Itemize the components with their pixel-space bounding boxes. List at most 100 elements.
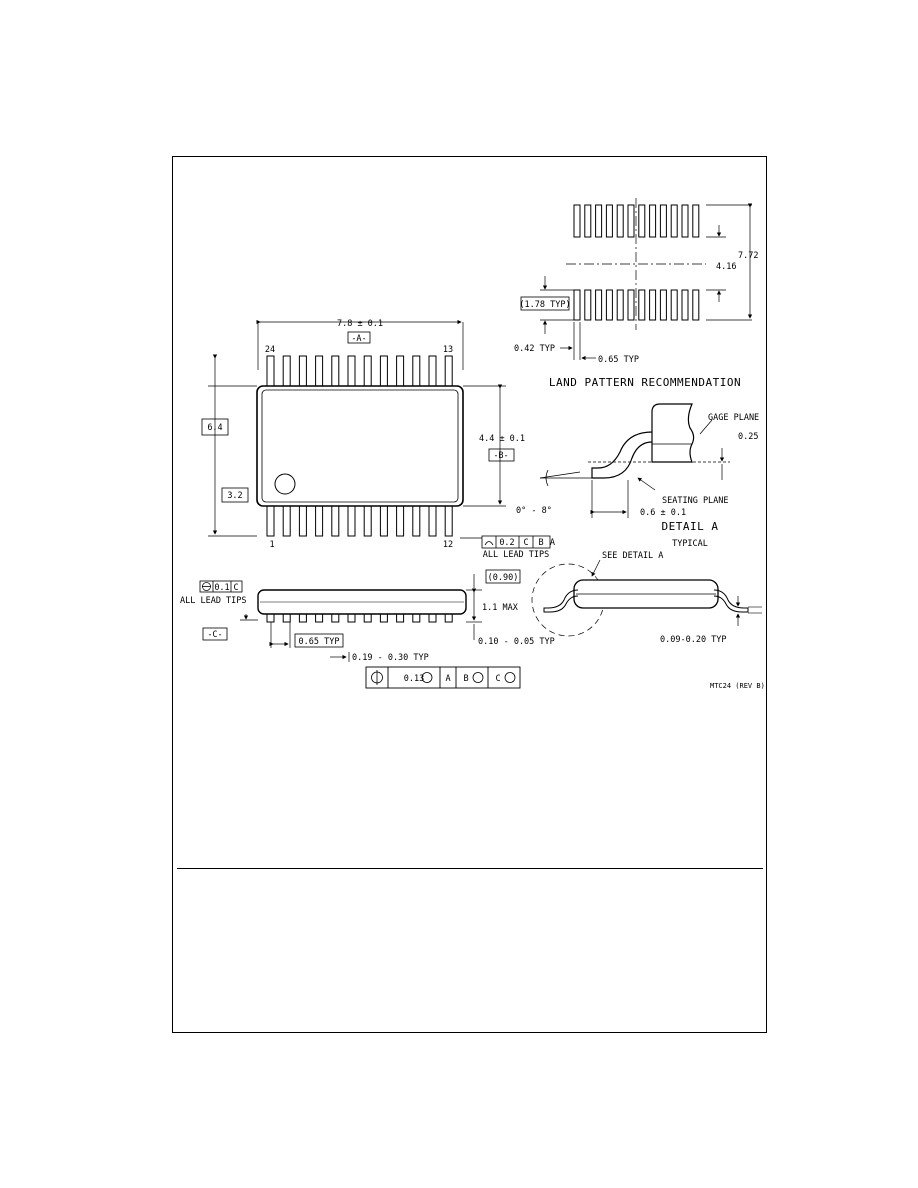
top-lead: [379, 355, 388, 388]
top-body-outline: [256, 385, 464, 507]
land-pitch: 0.65 TYP: [598, 355, 639, 365]
body-length-label: 7.8 ± 0.1: [337, 319, 383, 329]
land-pad-top: [681, 204, 689, 238]
land-pad-top: [692, 204, 700, 238]
pin-13-label: 13: [443, 345, 453, 355]
land-pad-top: [616, 204, 624, 238]
dim-6-4-box: [201, 418, 229, 436]
land-pad-top: [605, 204, 613, 238]
side-detail-lead-right: [713, 589, 749, 613]
bottom-lead: [396, 504, 405, 537]
bottom-lead: [331, 504, 340, 537]
pin-12-label: 12: [443, 540, 453, 550]
top-lead: [428, 355, 437, 388]
lead-width-label: 0.19 - 0.30 TYP: [352, 653, 429, 663]
coplanarity-value: 0.2: [499, 538, 514, 548]
foot-angle-label: 0° - 8°: [516, 506, 552, 516]
land-pad-top: [595, 204, 603, 238]
dim-6-4-label: 6.4: [207, 423, 222, 433]
side-view-text: 0.1 C ALL LEAD TIPS -C- 0.65 TYP 0.19 - …: [180, 573, 555, 684]
coplanarity-ref-b: B: [538, 538, 543, 548]
land-pattern: [520, 198, 753, 361]
land-pattern-text: (1.78 TYP) 0.42 TYP 0.65 TYP 4.16 7.72 L…: [514, 251, 758, 389]
standoff-ref-label: (0.90): [488, 573, 519, 583]
side-detail-text: SEE DETAIL A 0.09-0.20 TYP MTC24 (REV B): [602, 551, 765, 690]
detail-lead: [591, 431, 653, 479]
detail-a: [539, 403, 730, 518]
top-leads-upper: [266, 355, 453, 388]
bottom-lead: [412, 504, 421, 537]
coplanarity-ref-c: C: [523, 538, 528, 548]
top-lead: [363, 355, 372, 388]
land-pad-bottom: [616, 289, 624, 321]
datum-b-box: [488, 448, 515, 462]
land-pad-bottom: [584, 289, 592, 321]
datum-c-box: [202, 627, 228, 641]
land-pad-length-box: [520, 296, 570, 311]
land-pad-bottom: [692, 289, 700, 321]
land-pad-bottom: [627, 289, 635, 321]
land-pad-top: [670, 204, 678, 238]
top-body-inner: [261, 389, 459, 503]
mmc-icon-2: [472, 672, 484, 683]
flatness-ref: C: [233, 583, 238, 593]
land-pad-top: [638, 204, 646, 238]
pin1-marker-icon: [274, 473, 296, 495]
tp-ref-c: C: [495, 674, 500, 684]
foot-length-label: 0.6 ± 0.1: [640, 508, 686, 518]
detail-a-text: GAGE PLANE 0.25 SEATING PLANE 0° - 8° 0.…: [516, 413, 759, 549]
true-position-frame: [365, 666, 521, 689]
tp-ref-a: A: [445, 674, 450, 684]
pitch-label: 0.65 TYP: [299, 637, 340, 647]
datum-a-box: [347, 331, 371, 344]
pitch-box: [294, 633, 344, 648]
bottom-lead: [315, 504, 324, 537]
standoff-ref-box: [485, 569, 521, 584]
side-detail-lead-left: [543, 589, 579, 613]
all-lead-tips-right: ALL LEAD TIPS: [483, 550, 550, 560]
top-lead: [315, 355, 324, 388]
bottom-lead: [298, 504, 307, 537]
gage-plane-label: GAGE PLANE: [708, 413, 759, 423]
land-pad-bottom: [595, 289, 603, 321]
lead-thickness-label: 0.09-0.20 TYP: [660, 635, 727, 645]
coplanarity-icon: [484, 541, 494, 546]
land-pads-top: [573, 204, 700, 238]
land-pad-top: [659, 204, 667, 238]
land-pads-bottom: [573, 289, 700, 321]
land-pad-length: (1.78 TYP): [519, 300, 570, 310]
top-lead: [282, 355, 291, 388]
land-pad-bottom: [638, 289, 646, 321]
seating-plane-label: SEATING PLANE: [662, 496, 729, 506]
pin-1-label: 1: [269, 540, 274, 550]
dim-3-2-label: 3.2: [227, 491, 242, 501]
land-pad-width: 0.42 TYP: [514, 344, 555, 354]
land-pattern-title: LAND PATTERN RECOMMENDATION: [549, 376, 741, 389]
top-lead: [412, 355, 421, 388]
top-lead: [347, 355, 356, 388]
standoff-label: 0.10 - 0.05 TYP: [478, 637, 555, 647]
gage-value: 0.25: [738, 432, 758, 442]
body-width-label: 4.4 ± 0.1: [479, 434, 525, 444]
drawing-number: MTC24 (REV B): [710, 682, 765, 690]
land-pad-bottom: [659, 289, 667, 321]
datum-c-label: -C-: [207, 630, 222, 640]
all-lead-tips-left: ALL LEAD TIPS: [180, 596, 247, 606]
land-pad-top: [573, 204, 581, 238]
bottom-lead: [428, 504, 437, 537]
land-pad-top: [649, 204, 657, 238]
top-leads-lower: [266, 504, 453, 537]
bottom-lead: [363, 504, 372, 537]
bottom-lead: [282, 504, 291, 537]
bottom-lead: [347, 504, 356, 537]
side-detail: [531, 559, 762, 637]
frame-divider: [177, 868, 763, 869]
coplanarity-ref-a: A: [550, 538, 555, 548]
dim-3-2-box: [221, 487, 249, 503]
land-pad-bottom: [573, 289, 581, 321]
detail-a-subtitle: TYPICAL: [672, 539, 708, 549]
datum-b-label: -B-: [493, 451, 508, 461]
land-pad-bottom: [670, 289, 678, 321]
land-inner-dim: 4.16: [716, 262, 736, 272]
